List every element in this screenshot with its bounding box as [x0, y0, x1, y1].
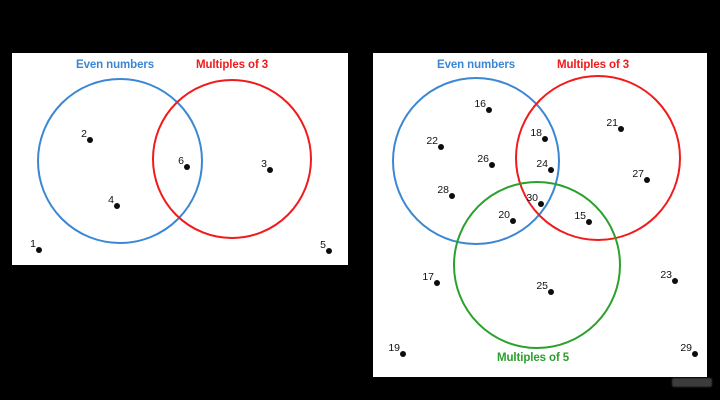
two-set-venn-panel [12, 53, 348, 265]
venn-item-dot [538, 201, 544, 207]
venn-item-number: 17 [422, 270, 434, 283]
venn-item-dot [267, 167, 273, 173]
right-even-numbers-label: Even numbers [437, 59, 516, 71]
left-multiples-of-3-label: Multiples of 3 [196, 59, 269, 71]
venn-item-number: 25 [536, 279, 548, 292]
venn-item-number: 6 [178, 154, 184, 167]
left-even-numbers-label: Even numbers [76, 59, 155, 71]
venn-item-number: 21 [606, 116, 618, 129]
venn-item-number: 27 [632, 167, 644, 180]
venn-item-number: 23 [660, 268, 672, 281]
even-numbers-circle [37, 78, 203, 244]
right-multiples-of-3-label: Multiples of 3 [557, 59, 630, 71]
venn-item-dot [400, 351, 406, 357]
venn-item-number: 2 [81, 127, 87, 140]
venn-item-number: 5 [320, 238, 326, 251]
venn-item-dot [510, 218, 516, 224]
venn-item-dot [434, 280, 440, 286]
venn-item-number: 15 [574, 209, 586, 222]
venn-item-dot [87, 137, 93, 143]
venn-item-dot [114, 203, 120, 209]
venn-item-number: 29 [680, 341, 692, 354]
venn-item-dot [618, 126, 624, 132]
venn-item-dot [672, 278, 678, 284]
venn-item-number: 26 [477, 152, 489, 165]
venn-item-dot [586, 219, 592, 225]
venn-item-number: 19 [388, 341, 400, 354]
venn-item-number: 1 [30, 237, 36, 250]
venn-item-number: 16 [474, 97, 486, 110]
venn-item-number: 22 [426, 134, 438, 147]
venn-item-dot [486, 107, 492, 113]
venn-item-number: 3 [261, 157, 267, 170]
venn-item-dot [326, 248, 332, 254]
venn-item-number: 30 [526, 191, 538, 204]
venn-item-number: 20 [498, 208, 510, 221]
three-set-venn-svg [392, 75, 681, 349]
even-numbers-circle [392, 77, 560, 245]
venn-item-dot [36, 247, 42, 253]
venn-item-number: 18 [530, 126, 542, 139]
right-multiples-of-5-label: Multiples of 5 [497, 352, 570, 364]
venn-item-dot [449, 193, 455, 199]
venn-item-dot [548, 167, 554, 173]
venn-item-dot [184, 164, 190, 170]
venn-item-number: 28 [437, 183, 449, 196]
two-set-venn-svg [37, 78, 312, 244]
watermark [672, 378, 712, 387]
venn-item-dot [644, 177, 650, 183]
venn-item-number: 24 [536, 157, 548, 170]
three-set-venn-panel [373, 53, 707, 377]
multiples-of-3-circle [515, 75, 681, 241]
venn-item-number: 4 [108, 193, 114, 206]
multiples-of-5-circle [453, 181, 621, 349]
venn-item-dot [542, 136, 548, 142]
venn-item-dot [438, 144, 444, 150]
multiples-of-3-circle [152, 79, 312, 239]
venn-item-dot [692, 351, 698, 357]
venn-item-dot [548, 289, 554, 295]
venn-item-dot [489, 162, 495, 168]
